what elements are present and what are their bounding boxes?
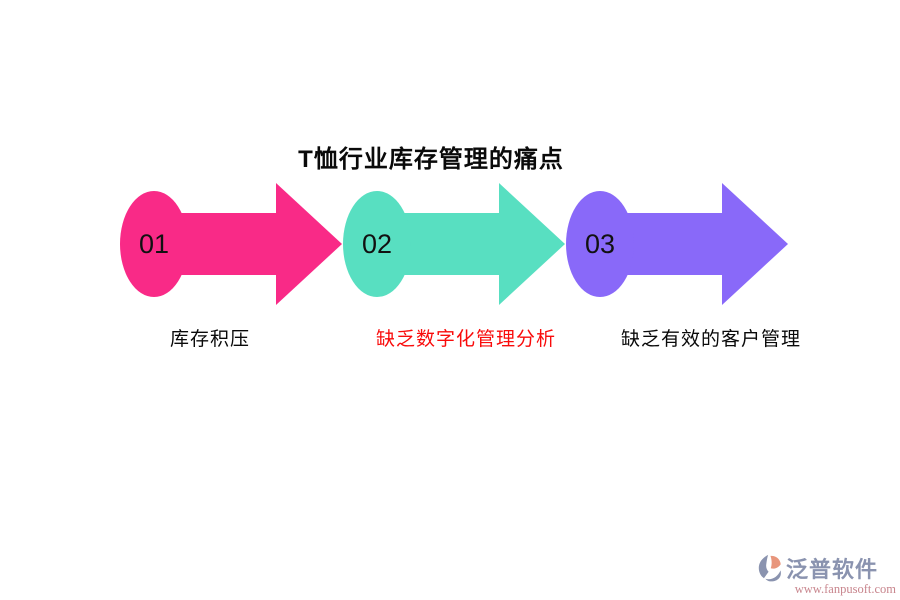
step-1-arrow: 01: [120, 183, 342, 305]
step-ellipse: [343, 191, 411, 297]
step-3-arrow: 03: [566, 183, 788, 305]
step-2-label: 缺乏数字化管理分析: [375, 329, 556, 350]
step-3-label: 缺乏有效的客户管理: [620, 329, 801, 350]
brand-url: www.fanpusoft.com: [794, 582, 896, 596]
step-1-arrow-shape: [120, 183, 342, 305]
logo-swoosh: [765, 570, 781, 582]
step-3-number: 03: [584, 228, 616, 259]
fanpu-logo-icon: [758, 554, 781, 582]
brand-watermark: 泛普软件 www.fanpusoft.com: [756, 552, 896, 596]
arrow-head: [499, 183, 565, 305]
page-title: T恤行业库存管理的痛点: [298, 146, 564, 173]
step-1-label: 库存积压: [169, 329, 250, 350]
logo-left-facet: [758, 554, 769, 579]
arrow-head: [722, 183, 788, 305]
brand-name: 泛普软件: [786, 557, 879, 582]
arrow-head: [276, 183, 342, 305]
step-2-arrow: 02: [343, 183, 565, 305]
step-2-arrow-shape: [343, 183, 565, 305]
step-ellipse: [566, 191, 634, 297]
logo-accent-leaf: [770, 555, 781, 569]
step-1-number: 01: [138, 228, 170, 259]
step-2-number: 02: [361, 228, 393, 259]
step-3-arrow-shape: [566, 183, 788, 305]
step-ellipse: [120, 191, 188, 297]
